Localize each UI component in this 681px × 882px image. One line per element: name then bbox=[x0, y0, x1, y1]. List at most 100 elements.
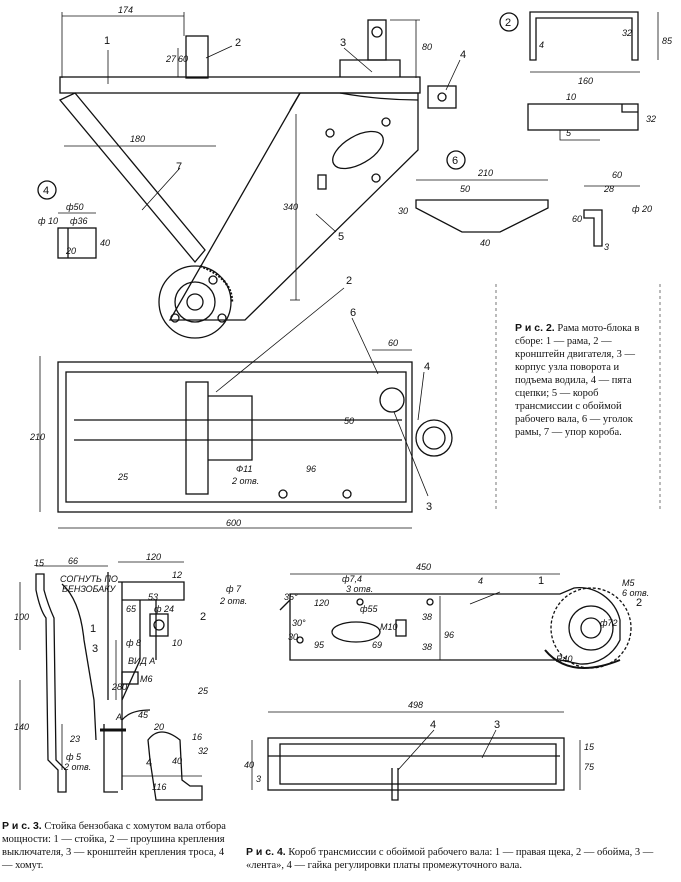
dim-d11: Ф11 bbox=[236, 464, 253, 474]
f4-d55: ф55 bbox=[360, 604, 379, 614]
callout-2b: 2 bbox=[346, 275, 352, 287]
callout-5: 5 bbox=[338, 231, 344, 243]
f4-15: 15 bbox=[584, 742, 595, 752]
fig4-box-side bbox=[279, 573, 632, 669]
f4-callout-2: 2 bbox=[636, 597, 642, 609]
f4-6otv: 6 отв. bbox=[622, 588, 649, 598]
dim-32: 32 bbox=[622, 28, 632, 38]
f3-10: 10 bbox=[172, 638, 182, 648]
f4-30: 30 bbox=[288, 632, 298, 642]
f3-20: 20 bbox=[153, 722, 164, 732]
f3-callout-3: 3 bbox=[92, 643, 98, 655]
f4-d74: ф7,4 bbox=[342, 574, 362, 584]
dim-600: 600 bbox=[226, 518, 241, 528]
f3-m6: M6 bbox=[140, 674, 153, 684]
f3-40: 40 bbox=[172, 756, 182, 766]
dim-4: 4 bbox=[539, 40, 544, 50]
fig4-caption-text: Короб трансмиссии с обоймой рабочего вал… bbox=[246, 847, 654, 871]
f3-d7: ф 7 bbox=[226, 584, 242, 594]
f4-35deg: 35° bbox=[284, 592, 298, 602]
frame-dimensions bbox=[61, 12, 420, 301]
f3-66: 66 bbox=[68, 556, 78, 566]
f4-75: 75 bbox=[584, 762, 595, 772]
f4-38: 38 bbox=[422, 612, 432, 622]
f4-3otv: 3 отв. bbox=[346, 584, 373, 594]
f4-95: 95 bbox=[314, 640, 325, 650]
dim-5: 5 bbox=[566, 128, 572, 138]
f3-120: 120 bbox=[146, 552, 161, 562]
dim-210: 210 bbox=[477, 168, 493, 178]
fig2-caption-text: Рама мото-блока в сборе: 1 — рама, 2 — к… bbox=[515, 323, 640, 438]
f4-m5: M5 bbox=[622, 578, 635, 588]
f3-A: А bbox=[115, 712, 122, 722]
f3-2otv-b: 2 отв. bbox=[63, 762, 91, 772]
dim-30: 30 bbox=[398, 206, 408, 216]
callout-leaders bbox=[107, 45, 461, 497]
dim-25: 25 bbox=[117, 472, 129, 482]
fig3-dimensions bbox=[19, 561, 202, 790]
f4-498: 498 bbox=[408, 700, 423, 710]
dim-85: 85 bbox=[662, 36, 673, 46]
dim-10: 10 bbox=[566, 92, 576, 102]
callout-7: 7 bbox=[176, 161, 182, 173]
fig3-caption-text: Стойка бензобака с хомутом вала отбора м… bbox=[2, 821, 226, 871]
f3-callout-1: 1 bbox=[90, 623, 96, 635]
dim-60: 60 bbox=[178, 54, 188, 64]
f3-12: 12 bbox=[172, 570, 182, 580]
dim-32b: 32 bbox=[646, 114, 656, 124]
inset-2-number: 2 bbox=[505, 17, 511, 29]
dim-d10: ф 10 bbox=[38, 216, 58, 226]
dim-60c: 60 bbox=[572, 214, 582, 224]
dim-28: 28 bbox=[603, 184, 614, 194]
f3-vida: ВИД А bbox=[128, 656, 155, 666]
f3-callout-2: 2 bbox=[200, 611, 206, 623]
f4-450: 450 bbox=[416, 562, 431, 572]
callout-3b: 3 bbox=[426, 501, 432, 513]
f4-r40: R40 bbox=[556, 654, 573, 664]
f3-d5: ф 5 bbox=[66, 752, 82, 762]
f3-280: 280 bbox=[111, 682, 127, 692]
callout-2: 2 bbox=[235, 37, 241, 49]
inset-4-bushing bbox=[37, 180, 97, 259]
dim-180: 180 bbox=[130, 134, 145, 144]
f3-116: 116 bbox=[152, 782, 166, 792]
dim-50: 50 bbox=[460, 184, 470, 194]
f4-40: 40 bbox=[244, 760, 254, 770]
f3-65: 65 bbox=[126, 604, 137, 614]
dim-96: 96 bbox=[306, 464, 316, 474]
frame-side-view bbox=[58, 19, 457, 339]
f3-100: 100 bbox=[14, 612, 29, 622]
callout-6: 6 bbox=[350, 307, 356, 319]
f4-69: 69 bbox=[372, 640, 382, 650]
fig4-box-plan bbox=[251, 711, 581, 801]
dim-60d: 60 bbox=[388, 338, 398, 348]
callout-4: 4 bbox=[460, 49, 466, 61]
dim-d20: ф 20 bbox=[632, 204, 652, 214]
f4-96: 96 bbox=[444, 630, 454, 640]
dim-50c: 50 bbox=[344, 416, 354, 426]
inset-4-number: 4 bbox=[43, 185, 49, 197]
fig3-caption-title: Р и с. 3. bbox=[2, 820, 42, 832]
f3-d24: ф 24 bbox=[154, 604, 174, 614]
f3-bend2: БЕНЗОБАКУ bbox=[62, 584, 117, 594]
f3-53: 53 bbox=[148, 592, 158, 602]
fig3-caption: Р и с. 3. Стойка бензобака с хомутом вал… bbox=[2, 820, 230, 872]
callout-4b: 4 bbox=[424, 361, 430, 373]
dim-d50: ф50 bbox=[66, 202, 84, 212]
f3-callout-4: 4 bbox=[146, 757, 152, 769]
dim-d36: ф36 bbox=[70, 216, 88, 226]
f4-30deg: 30° bbox=[292, 618, 306, 628]
f3-32: 32 bbox=[198, 746, 208, 756]
dim-27: 27 bbox=[165, 54, 177, 64]
dim-60b: 60 bbox=[612, 170, 622, 180]
dim-2otv: 2 отв. bbox=[231, 476, 259, 486]
fig2-caption-title: Р и с. 2. bbox=[515, 322, 555, 334]
dim-340: 340 bbox=[283, 202, 298, 212]
fig3-stand bbox=[35, 572, 203, 801]
dim-40b: 40 bbox=[480, 238, 490, 248]
f4-4: 4 bbox=[478, 576, 483, 586]
callout-1: 1 bbox=[104, 35, 110, 47]
f4-3: 3 bbox=[256, 774, 261, 784]
dim-160: 160 bbox=[578, 76, 593, 86]
